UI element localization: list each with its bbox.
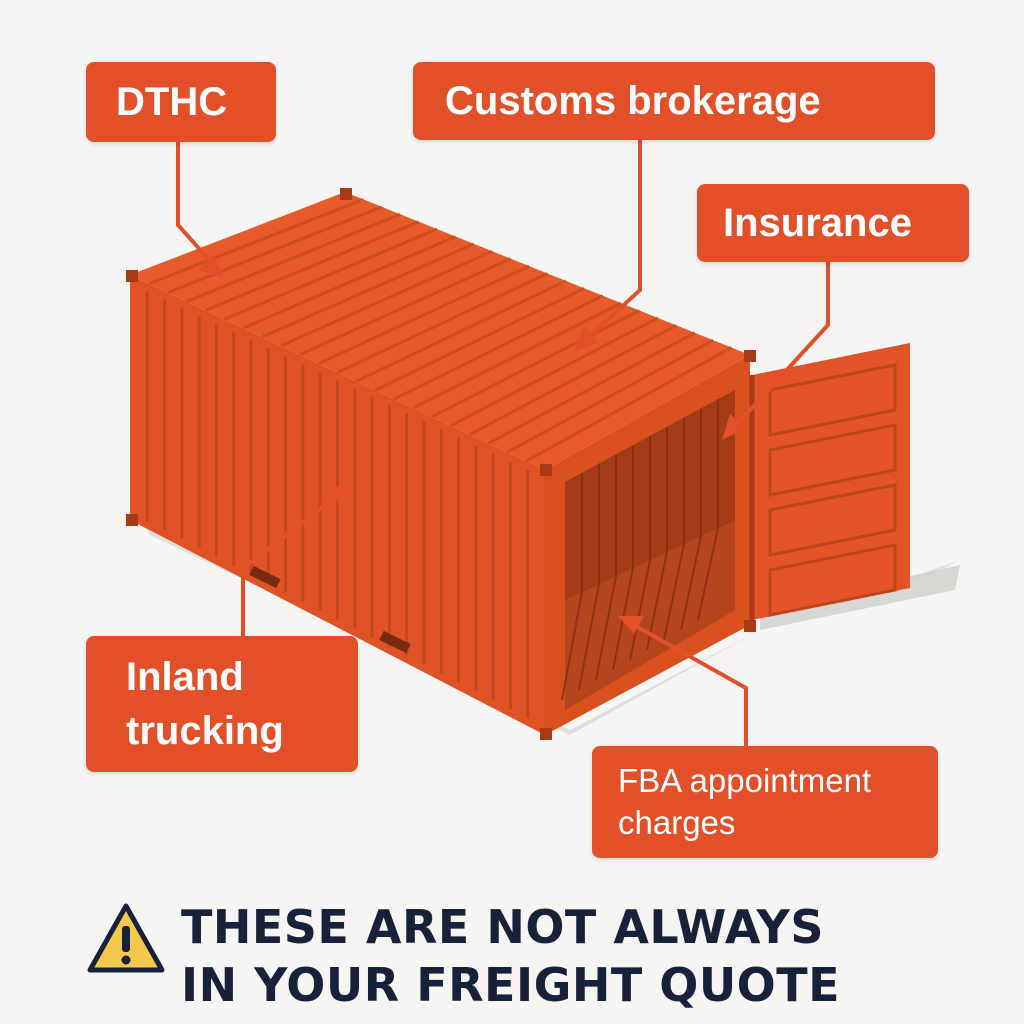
insurance-arrow-head: [722, 414, 746, 440]
warning-text: THESE ARE NOT ALWAYS IN YOUR FREIGHT QUO…: [181, 900, 841, 1012]
callout-arrows: [176, 138, 830, 748]
dthc-arrow-head: [198, 255, 224, 278]
customs-brokerage-arrow: [578, 138, 642, 347]
container-interior-floor: [565, 520, 735, 710]
warning-triangle-icon: [87, 903, 165, 973]
customs-arrow-head: [574, 326, 598, 352]
customs-brokerage-label-text: Customs brokerage: [445, 78, 821, 123]
dthc-label-text: DTHC: [116, 79, 228, 124]
side-corrugation: [145, 291, 530, 719]
inland-arrow-head: [328, 485, 352, 505]
insurance-label-text: Insurance: [723, 200, 912, 245]
forklift-pocket: [249, 565, 281, 589]
dthc-label: DTHC: [86, 62, 276, 142]
fba-arrow-head: [618, 616, 644, 634]
roof-corrugation: [148, 198, 733, 463]
door-panels: [768, 363, 897, 617]
dthc-arrow: [176, 140, 222, 274]
inland-trucking-label-text: Inland trucking: [126, 655, 284, 753]
corner-castings: [126, 188, 756, 740]
customs-brokerage-label: Customs brokerage: [413, 62, 935, 140]
insurance-label: Insurance: [697, 184, 969, 262]
fba-appointment-charges-label: FBA appointment charges: [592, 746, 938, 858]
fba-appointment-label-text: FBA appointment charges: [618, 761, 872, 841]
forklift-pocket: [379, 630, 411, 654]
insurance-arrow: [728, 260, 830, 434]
arrow-heads: [198, 255, 746, 634]
inland-trucking-arrow: [241, 488, 347, 638]
inland-trucking-label: Inland trucking: [86, 636, 358, 772]
warning-banner: THESE ARE NOT ALWAYS IN YOUR FREIGHT QUO…: [86, 898, 926, 1018]
fba-appointment-arrow: [623, 618, 748, 748]
